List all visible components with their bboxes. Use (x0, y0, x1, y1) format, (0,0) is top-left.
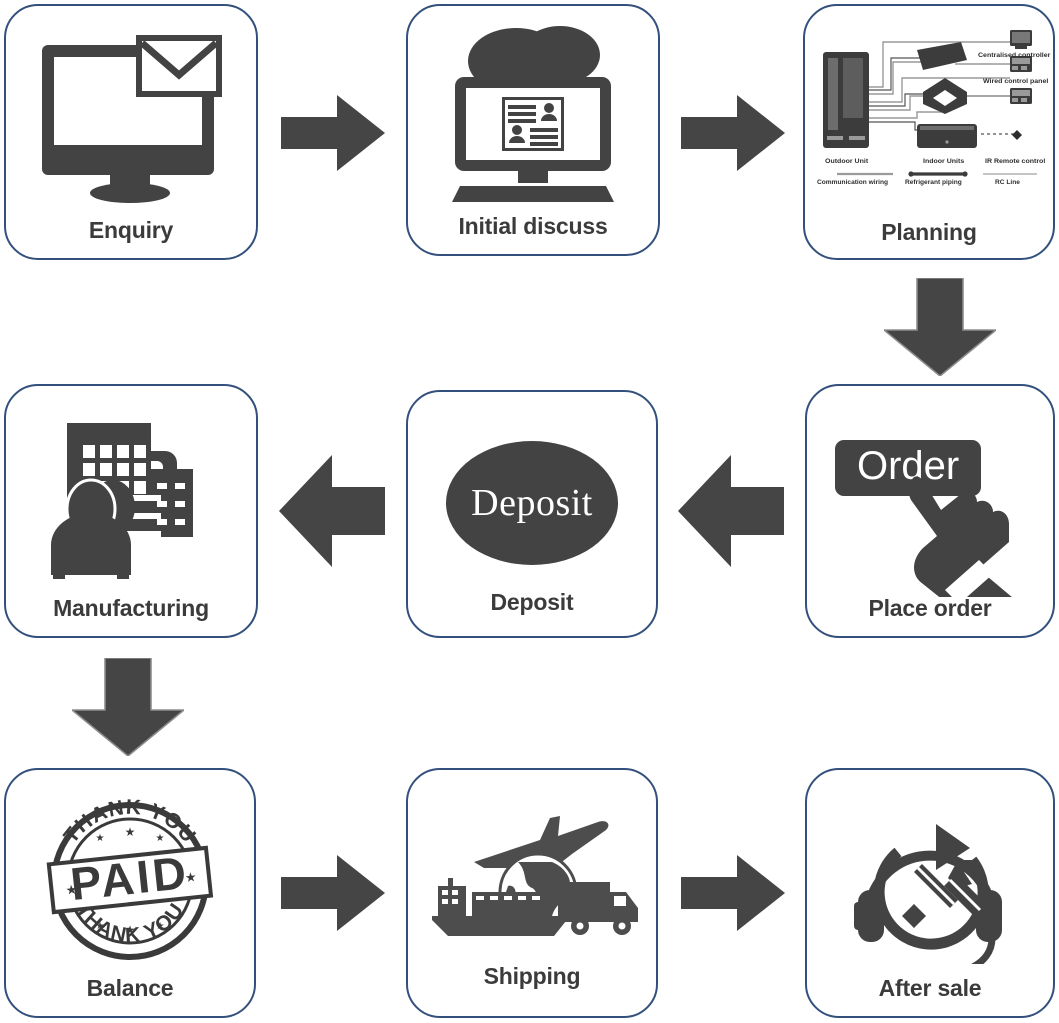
planning-legend-label-refrigerant-piping: Refrigerant piping (905, 179, 962, 186)
after-sale-art (807, 784, 1053, 977)
initial-discuss-art (408, 12, 658, 215)
step-label-initial-discuss: Initial discuss (458, 213, 608, 239)
step-label-place-order: Place order (868, 595, 992, 621)
manufacturing-art (6, 400, 256, 597)
arrow-balance-to-shipping (281, 855, 385, 931)
planning-legend-label-rc-line: RC Line (995, 179, 1020, 186)
arrow-enquiry-to-initial (281, 95, 385, 171)
deposit-art: Deposit (408, 414, 656, 591)
headset-tools-support-icon (854, 823, 1002, 964)
enquiry-art (6, 16, 256, 219)
paid-stamp-icon: ★ ★ ★ ★ ★ ★ THANK YOU THANK YOU PAID (46, 796, 214, 960)
shipping-art (408, 784, 656, 965)
planning-node-label-ir-remote-control: IR Remote control (985, 158, 1046, 165)
step-label-planning: Planning (881, 219, 977, 245)
balance-art: ★ ★ ★ ★ ★ ★ THANK YOU THANK YOU PAID (6, 784, 254, 977)
svg-text:★: ★ (156, 833, 165, 844)
step-label-manufacturing: Manufacturing (53, 595, 209, 621)
step-card-deposit[interactable]: Deposit Deposit (406, 390, 658, 638)
step-label-deposit: Deposit (490, 589, 574, 615)
hvac-system-diagram-icon: Outdoor Unit Indoor Units IR Remote cont… (805, 12, 1053, 217)
monitor-envelope-icon (42, 34, 222, 203)
step-label-shipping: Shipping (483, 963, 581, 989)
factory-workers-icon (51, 422, 193, 579)
envelope-icon (136, 34, 222, 97)
step-card-shipping[interactable]: Shipping (406, 768, 658, 1018)
svg-text:★: ★ (125, 923, 136, 937)
hand-click-order-icon: Order (825, 432, 1035, 597)
place-order-art: Order (807, 416, 1053, 597)
arrow-initial-to-planning (681, 95, 785, 171)
paid-stamp-main-text: PAID (68, 845, 191, 909)
svg-text:★: ★ (184, 870, 197, 886)
arrow-deposit-to-manufacturing (279, 455, 385, 567)
monitor-chat-icon (452, 25, 614, 202)
planning-node-label-centralised-controller: Centralised controller (978, 52, 1051, 59)
step-card-enquiry[interactable]: Enquiry (4, 4, 258, 260)
svg-text:★: ★ (65, 882, 78, 898)
svg-text:★: ★ (125, 825, 136, 839)
plane-ship-truck-globe-icon (432, 815, 638, 936)
step-card-place-order[interactable]: Order Place order (805, 384, 1055, 638)
deposit-ellipse-icon: Deposit (446, 440, 618, 565)
planning-node-label-wired-control-panel: Wired control panel (983, 78, 1049, 85)
planning-legend-label-communication-wiring: Communication wiring (817, 179, 889, 186)
deposit-badge-text: Deposit (471, 481, 593, 524)
arrow-place-order-to-deposit (678, 455, 784, 567)
planning-art: Outdoor Unit Indoor Units IR Remote cont… (805, 12, 1053, 217)
arrow-planning-to-place-order (884, 278, 996, 376)
step-card-initial-discuss[interactable]: Initial discuss (406, 4, 660, 256)
arrow-manufacturing-to-balance (72, 658, 184, 756)
paid-stamp-top-arc-text: THANK YOU (59, 796, 199, 848)
planning-node-label-indoor-units: Indoor Units (923, 158, 965, 165)
step-label-after-sale: After sale (878, 975, 982, 1001)
svg-text:THANK YOU: THANK YOU (59, 796, 200, 848)
step-card-after-sale[interactable]: After sale (805, 768, 1055, 1018)
order-button[interactable]: Order (835, 439, 982, 496)
svg-text:★: ★ (96, 921, 105, 932)
step-card-planning[interactable]: Outdoor Unit Indoor Units IR Remote cont… (803, 4, 1055, 260)
step-label-balance: Balance (86, 975, 174, 1001)
svg-text:★: ★ (96, 833, 105, 844)
step-card-manufacturing[interactable]: Manufacturing (4, 384, 258, 638)
planning-node-label-outdoor-unit: Outdoor Unit (825, 158, 869, 165)
svg-text:★: ★ (156, 921, 165, 932)
step-card-balance[interactable]: ★ ★ ★ ★ ★ ★ THANK YOU THANK YOU PAID (4, 768, 256, 1018)
order-button-label: Order (857, 443, 960, 488)
arrow-shipping-to-after-sale (681, 855, 785, 931)
step-label-enquiry: Enquiry (88, 217, 174, 243)
